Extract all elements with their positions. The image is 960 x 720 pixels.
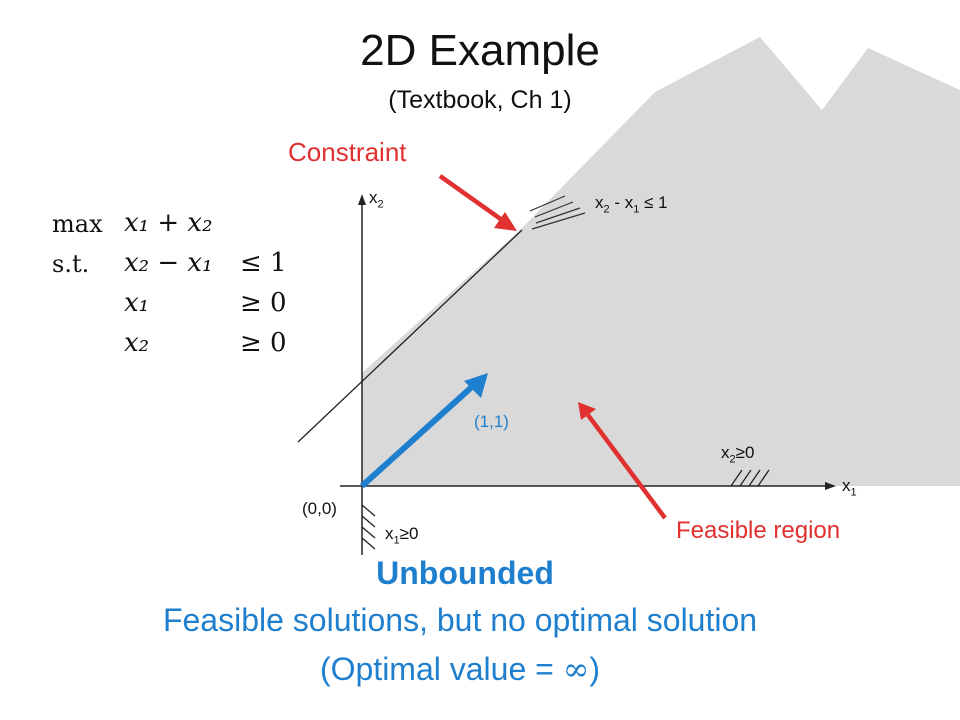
lp-row-3-lhs: x₂ (124, 328, 150, 358)
lp-max-label: max (52, 210, 103, 238)
direction-label: (1,1) (474, 412, 509, 431)
constraint-arrow-head-icon (494, 212, 517, 231)
lp-st-label: s.t. (52, 250, 90, 278)
constraint-equation: x2 - x1 ≤ 1 (595, 193, 668, 216)
feasible-region-shape (362, 37, 960, 486)
direction-arrow-icon (464, 373, 488, 398)
feasible-arrow-head-icon (578, 402, 596, 420)
constraint-line (297, 229, 523, 443)
constraint-label: Constraint (288, 137, 407, 167)
feasible-arrow (586, 413, 667, 520)
conclusion-heading: Unbounded (376, 555, 554, 591)
x1-nonneg-hatch (361, 504, 376, 550)
x1-nonneg-label: x1≥0 (385, 524, 419, 547)
x-axis-arrow-icon (825, 482, 836, 490)
x2-nonneg-label: x2≥0 (721, 443, 755, 466)
feasible-region-label: Feasible region (676, 517, 841, 544)
lp-row-2-lhs: x₁ (124, 288, 150, 318)
infinity-symbol: ∞ (562, 650, 590, 688)
optimal-value-prefix: (Optimal value = (319, 651, 563, 687)
constraint-arrow (438, 174, 504, 222)
conclusion-line-2: (Optimal value = ∞) (0, 650, 920, 688)
lp-row-1-rhs: ≤ 1 (240, 248, 287, 278)
x-axis-label: x1 (842, 476, 857, 499)
page-title: 2D Example (360, 26, 600, 75)
lp-row-2-rhs: ≥ 0 (240, 288, 287, 318)
direction-vector (359, 382, 477, 489)
lp-objective: x₁ + x₂ (124, 208, 213, 238)
lp-row-3-rhs: ≥ 0 (240, 328, 287, 358)
constraint-hatch (529, 195, 586, 230)
conclusion-line-1: Feasible solutions, but no optimal solut… (162, 602, 758, 638)
y-axis-arrow-icon (358, 194, 366, 205)
y-axis-label: x2 (369, 188, 384, 211)
lp-row-1-lhs: x₂ − x₁ (124, 248, 213, 278)
optimal-value-suffix: ) (589, 651, 601, 687)
page-subtitle: (Textbook, Ch 1) (388, 86, 572, 114)
origin-label: (0,0) (302, 499, 337, 518)
x2-nonneg-hatch (730, 469, 770, 487)
